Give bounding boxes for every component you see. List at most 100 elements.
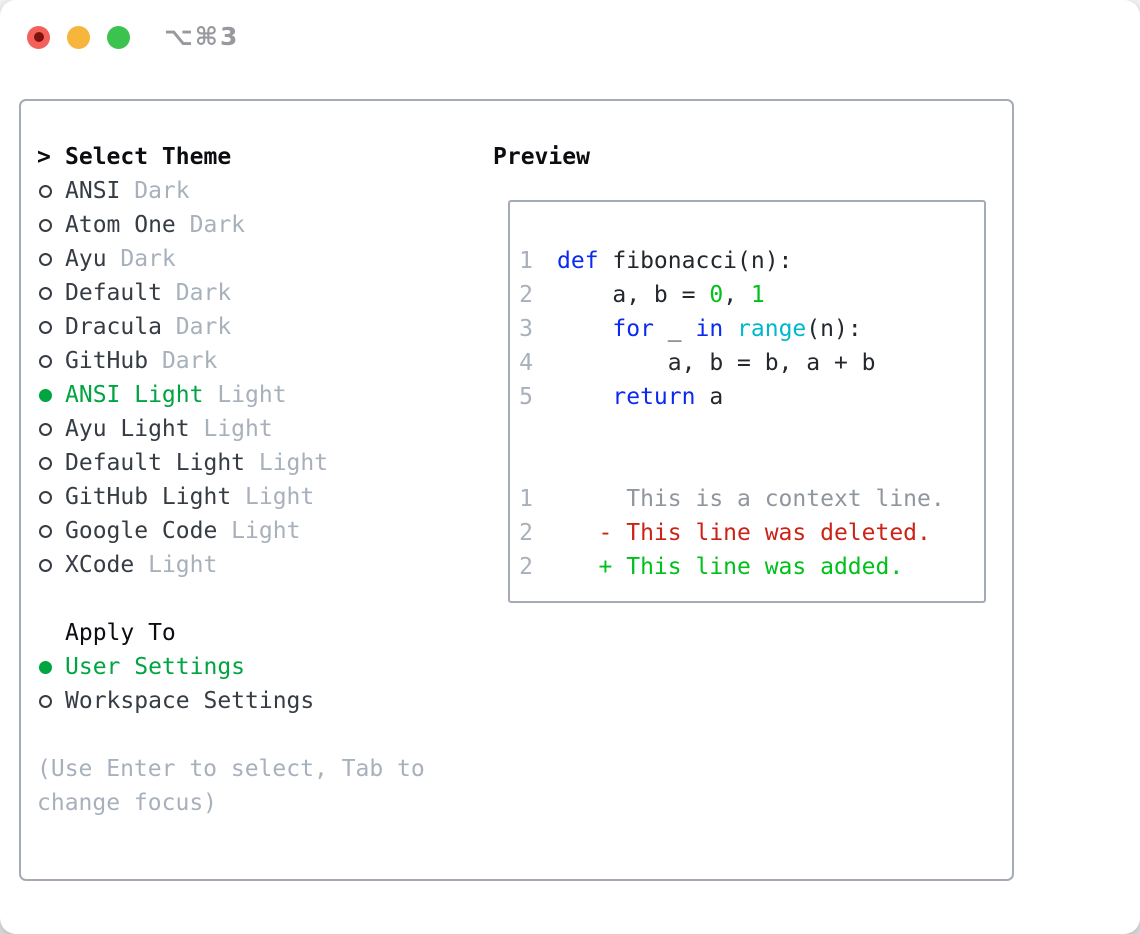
apply-option-workspace-settings[interactable]: Workspace Settings	[37, 684, 477, 718]
theme-option-xcode-light[interactable]: XCode Light	[37, 548, 477, 582]
titlebar: ⌥⌘3	[27, 22, 240, 51]
token-number: 0	[709, 282, 724, 308]
code-text: - This line was deleted.	[557, 516, 931, 550]
option-variant-label: Light	[245, 450, 329, 476]
select-theme-header: > Select Theme	[37, 140, 477, 174]
spacer	[37, 582, 477, 616]
token-keyword: in	[695, 316, 724, 342]
option-label: ANSI	[65, 178, 121, 204]
radio-icon	[39, 286, 52, 300]
option-label: Workspace Settings	[65, 688, 315, 714]
token-plain	[557, 384, 612, 410]
token-plain	[557, 316, 612, 342]
option-variant-label: Dark	[161, 280, 232, 306]
token-number: 1	[750, 282, 765, 308]
code-text: + This line was added.	[557, 550, 904, 584]
radio-icon	[39, 388, 52, 402]
option-variant-label: Dark	[120, 178, 190, 204]
code-line	[519, 448, 976, 482]
radio-icon	[39, 558, 52, 572]
option-label: Ayu	[65, 246, 107, 272]
radio-icon	[39, 660, 52, 674]
theme-option-dracula-dark[interactable]: Dracula Dark	[37, 310, 477, 344]
close-button[interactable]	[27, 25, 50, 49]
theme-option-github-light-light[interactable]: GitHub Light Light	[37, 480, 477, 514]
radio-icon	[39, 354, 52, 368]
radio-icon	[39, 218, 52, 232]
option-label: ANSI Light	[65, 382, 204, 408]
token-plain: ,	[723, 282, 751, 308]
option-label: Dracula	[65, 314, 162, 340]
line-number: 3	[519, 316, 533, 342]
option-variant-label: Dark	[161, 314, 232, 340]
code-text: def fibonacci(n):	[557, 244, 792, 278]
token-context: This is a context line.	[557, 486, 945, 512]
option-variant-label: Dark	[148, 348, 218, 374]
theme-option-ayu-light-light[interactable]: Ayu Light Light	[37, 412, 477, 446]
token-plain: fibonacci(n):	[598, 248, 793, 274]
radio-icon	[39, 524, 52, 538]
prompt-icon: >	[37, 144, 51, 170]
line-number: 1	[519, 248, 533, 274]
zoom-button[interactable]	[107, 25, 130, 49]
theme-option-ansi-light-light[interactable]: ANSI Light Light	[37, 378, 477, 412]
preview-pane: 1 def fibonacci(n): 2 a, b = 0, 1 3 for …	[508, 200, 986, 603]
theme-option-atom-one-dark[interactable]: Atom One Dark	[37, 208, 477, 242]
code-text: a, b = b, a + b	[557, 346, 876, 380]
option-variant-label: Dark	[175, 212, 246, 238]
code-text: This is a context line.	[557, 482, 945, 516]
option-label: GitHub Light	[65, 484, 232, 510]
token-builtin: range	[737, 316, 807, 342]
theme-option-google-code-light[interactable]: Google Code Light	[37, 514, 477, 548]
token-deleted: - This line was deleted.	[557, 520, 931, 546]
code-line: 5 return a	[519, 380, 976, 414]
minimize-button[interactable]	[67, 25, 90, 49]
code-line: 3 for _ in range(n):	[519, 312, 976, 346]
radio-icon	[39, 184, 52, 198]
code-line: 1 This is a context line.	[519, 482, 976, 516]
prompt-marker: >	[37, 144, 65, 170]
option-variant-label: Dark	[106, 246, 176, 272]
option-variant-label: Light	[134, 552, 218, 578]
theme-option-ayu-dark[interactable]: Ayu Dark	[37, 242, 477, 276]
preview-title: Preview	[493, 144, 590, 170]
token-keyword: for	[612, 316, 654, 342]
option-variant-label: Light	[203, 382, 287, 408]
radio-icon	[39, 694, 52, 708]
line-number	[519, 448, 533, 482]
token-plain: a, b =	[557, 282, 710, 308]
option-variant-label: Light	[231, 484, 315, 510]
option-variant-label: Light	[217, 518, 301, 544]
radio-icon	[39, 422, 52, 436]
code-line: 1 def fibonacci(n):	[519, 244, 976, 278]
theme-option-github-dark[interactable]: GitHub Dark	[37, 344, 477, 378]
code-text: a, b = 0, 1	[557, 278, 765, 312]
select-theme-title: Select Theme	[65, 144, 232, 170]
token-plain: _	[653, 316, 696, 342]
theme-option-default-dark[interactable]: Default Dark	[37, 276, 477, 310]
option-label: Default	[65, 280, 162, 306]
radio-icon	[39, 490, 52, 504]
token-keyword: def	[557, 248, 599, 274]
option-label: Default Light	[65, 450, 246, 476]
traffic-lights	[27, 25, 130, 49]
token-plain: (n):	[806, 316, 862, 342]
theme-picker-column: > Select Theme ANSI Dark Atom One Dark A…	[37, 140, 477, 820]
option-label: Google Code	[65, 518, 218, 544]
line-number: 2	[519, 282, 533, 308]
line-number: 5	[519, 384, 533, 410]
token-plain	[723, 316, 737, 342]
token-added: + This line was added.	[557, 554, 904, 580]
spacer	[37, 718, 477, 752]
radio-icon	[39, 252, 52, 266]
theme-option-ansi-dark[interactable]: ANSI Dark	[37, 174, 477, 208]
window-shortcut-title: ⌥⌘3	[164, 22, 240, 51]
theme-option-default-light-light[interactable]: Default Light Light	[37, 446, 477, 480]
apply-to-list: User Settings Workspace Settings	[37, 650, 477, 718]
apply-to-title: Apply To	[65, 620, 176, 646]
code-text: return a	[557, 380, 723, 414]
apply-option-user-settings[interactable]: User Settings	[37, 650, 477, 684]
line-number: 4	[519, 350, 533, 376]
option-label: Ayu Light	[65, 416, 190, 442]
radio-icon	[39, 320, 52, 334]
